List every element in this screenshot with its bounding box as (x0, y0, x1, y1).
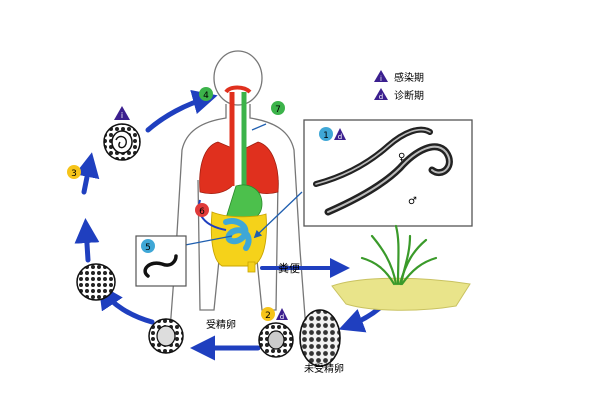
legend: i 感染期 d 诊断期 (374, 70, 424, 102)
svg-text:5: 5 (145, 243, 151, 253)
infective-stage-marker: i (114, 106, 130, 120)
feces-label: 粪便 (278, 261, 300, 275)
svg-text:7: 7 (275, 105, 281, 115)
svg-text:i: i (121, 111, 123, 120)
svg-text:诊断期: 诊断期 (394, 89, 424, 102)
svg-text:d: d (280, 313, 284, 321)
legend-item-infective: i 感染期 (374, 70, 424, 84)
legend-item-diagnostic: d 诊断期 (374, 88, 424, 102)
svg-text:感染期: 感染期 (394, 71, 424, 84)
cycle-arrows (74, 89, 395, 361)
adult-worm-box: ♀ ♂ (303, 119, 473, 227)
egg-stage3-embryonated (103, 123, 141, 161)
svg-text:4: 4 (203, 91, 209, 101)
svg-text:2: 2 (265, 311, 271, 321)
stage-badge-5: 5 (141, 239, 155, 253)
lungs (199, 141, 279, 194)
svg-text:1: 1 (323, 131, 329, 141)
arrow-fertilized-to-egg (98, 283, 155, 325)
svg-text:3: 3 (71, 169, 77, 179)
leader-lines (179, 123, 303, 247)
svg-text:i: i (380, 75, 382, 83)
svg-text:d: d (338, 133, 342, 141)
egg-fertilized (148, 318, 184, 354)
egg-embryonated-2 (76, 263, 116, 301)
female-symbol-icon: ♀ (398, 152, 405, 163)
stage-badge-4: 4 (199, 87, 213, 101)
stage-badge-3: 3 (67, 165, 81, 179)
arrow-egg-to-embryonated (74, 218, 100, 263)
egg-fertilized-2 (258, 322, 294, 358)
diagnostic-stage-marker-2 (276, 308, 288, 320)
intestines (210, 211, 267, 273)
diagnostic-stage-marker (334, 128, 346, 140)
stage-badge-7: 7 (271, 101, 285, 115)
svg-text:d: d (379, 93, 383, 101)
unfertilized-egg-label: 未受精卵 (304, 362, 344, 375)
fertilized-egg-label: 受精卵 (206, 318, 236, 331)
soil-with-grass (331, 224, 471, 311)
arrow-embryonated-to-infective (74, 152, 100, 195)
svg-text:6: 6 (199, 207, 205, 217)
male-symbol-icon: ♂ (408, 196, 417, 207)
egg-unfertilized (299, 309, 341, 367)
stage-badge-6: 6 (195, 203, 209, 217)
arrow-egg-to-mouth (145, 89, 218, 133)
stage-badge-2: 2 d (261, 307, 288, 321)
blood-migration-path (198, 199, 227, 231)
stage-badge-1: 1 d (319, 127, 346, 141)
trachea (224, 85, 252, 186)
